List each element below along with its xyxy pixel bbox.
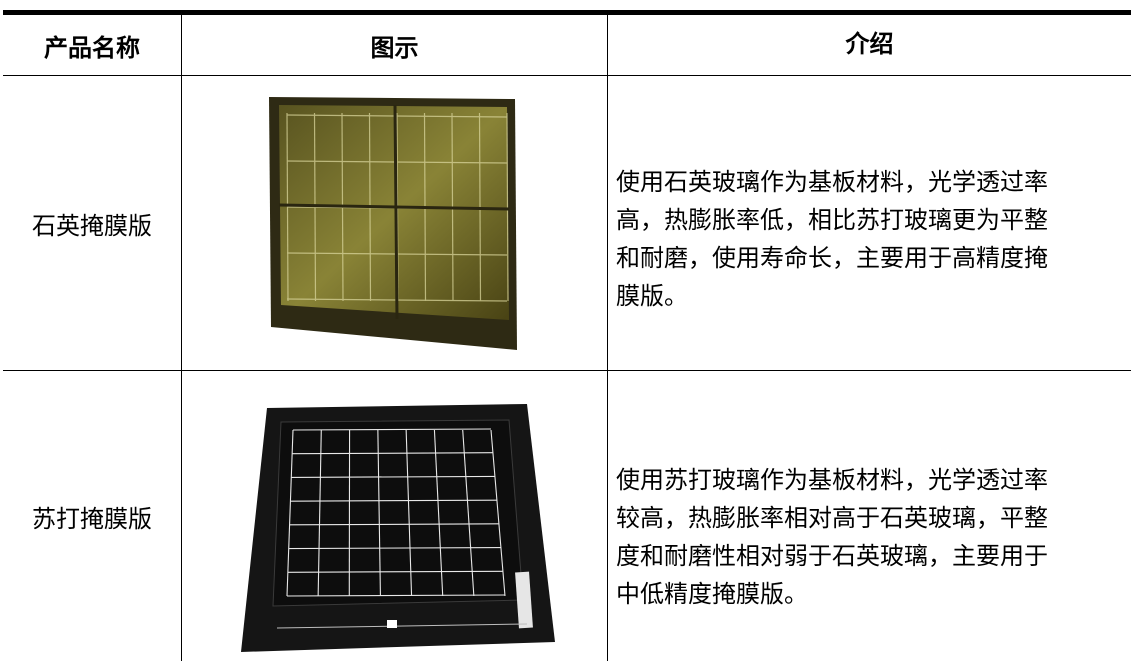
row-2-product-name: 苏打掩膜版 <box>32 504 152 533</box>
product-table: 产品名称 图示 介绍 石英掩膜版 使用石英玻璃作为基板材料，光学透过率 高，热膨… <box>3 0 1131 661</box>
header-product-name: 产品名称 <box>44 33 140 62</box>
column-divider <box>607 15 608 661</box>
description-line: 中低精度掩膜版。 <box>616 580 808 608</box>
column-divider <box>181 15 182 661</box>
header-rule <box>3 75 1131 76</box>
description-line: 使用苏打玻璃作为基板材料，光学透过率 <box>616 466 1048 494</box>
quartz-mask-image <box>269 97 517 350</box>
description-line: 度和耐磨性相对弱于石英玻璃，主要用于 <box>616 542 1048 570</box>
description-line: 和耐磨，使用寿命长，主要用于高精度掩 <box>616 244 1048 272</box>
header-illustration: 图示 <box>370 33 419 62</box>
row-1-description: 使用石英玻璃作为基板材料，光学透过率 高，热膨胀率低，相比苏打玻璃更为平整 和耐… <box>616 163 1116 315</box>
row-divider <box>3 370 1131 371</box>
row-2-description: 使用苏打玻璃作为基板材料，光学透过率 较高，热膨胀率相对高于石英玻璃，平整 度和… <box>616 461 1116 613</box>
description-line: 膜版。 <box>616 282 688 310</box>
description-line: 高，热膨胀率低，相比苏打玻璃更为平整 <box>616 206 1048 234</box>
soda-mask-image <box>241 404 555 652</box>
description-line: 较高，热膨胀率相对高于石英玻璃，平整 <box>616 504 1048 532</box>
description-line: 使用石英玻璃作为基板材料，光学透过率 <box>616 168 1048 196</box>
table-top-rule <box>3 10 1131 15</box>
header-introduction: 介绍 <box>845 29 894 58</box>
row-1-product-name: 石英掩膜版 <box>32 211 152 240</box>
